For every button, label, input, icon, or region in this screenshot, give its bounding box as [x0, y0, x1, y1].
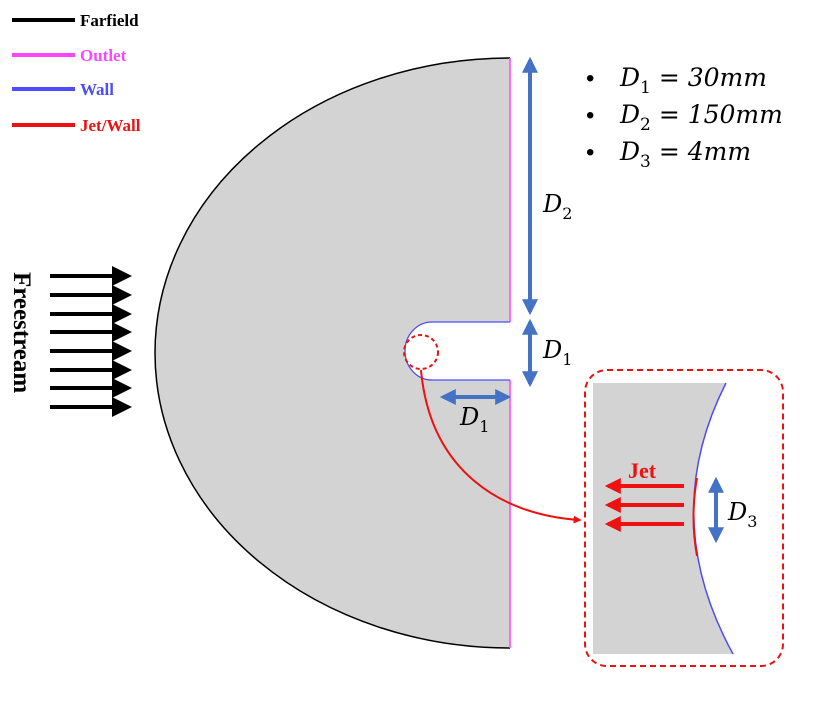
jet-label: Jet: [628, 458, 657, 483]
zoom-inset: Jet D3: [584, 369, 784, 667]
dimension-list: • D1 = 30mm • D2 = 150mm • D3 = 4mm: [586, 63, 783, 172]
legend-item-jet-wall: Jet/Wall: [12, 116, 141, 135]
freestream-arrows: [50, 266, 132, 417]
farfield-boundary: [154, 57, 511, 649]
dimension-item-d2: D2 = 150mm: [619, 100, 783, 135]
legend-label-farfield: Farfield: [80, 11, 139, 30]
d3-label: D3: [727, 498, 757, 531]
legend-item-wall: Wall: [12, 80, 114, 99]
freestream-label: Freestream: [8, 272, 35, 393]
wall-boundary: [404, 321, 510, 381]
zoom-region-circle: [403, 334, 439, 370]
legend: Farfield Outlet Wall Jet/Wall: [12, 11, 141, 135]
dimension-item-d1: D1 = 30mm: [619, 63, 767, 98]
inset-jet-wall-boundary: [692, 477, 698, 557]
legend-label-outlet: Outlet: [80, 46, 127, 65]
legend-label-wall: Wall: [80, 80, 114, 99]
dimension-item-d3: D3 = 4mm: [619, 137, 751, 172]
bullet-icon: •: [586, 102, 594, 129]
zoom-connector-arrow: [420, 369, 582, 524]
d1-right-label: D1: [542, 336, 572, 369]
legend-label-jet-wall: Jet/Wall: [80, 116, 141, 135]
legend-item-farfield: Farfield: [12, 11, 139, 30]
computational-domain: [155, 58, 510, 648]
legend-item-outlet: Outlet: [12, 46, 127, 65]
bullet-icon: •: [586, 139, 594, 166]
d1-bottom-label: D1: [459, 403, 489, 436]
inset-domain: [593, 383, 733, 654]
bullet-icon: •: [586, 65, 594, 92]
d2-label: D2: [542, 190, 572, 223]
